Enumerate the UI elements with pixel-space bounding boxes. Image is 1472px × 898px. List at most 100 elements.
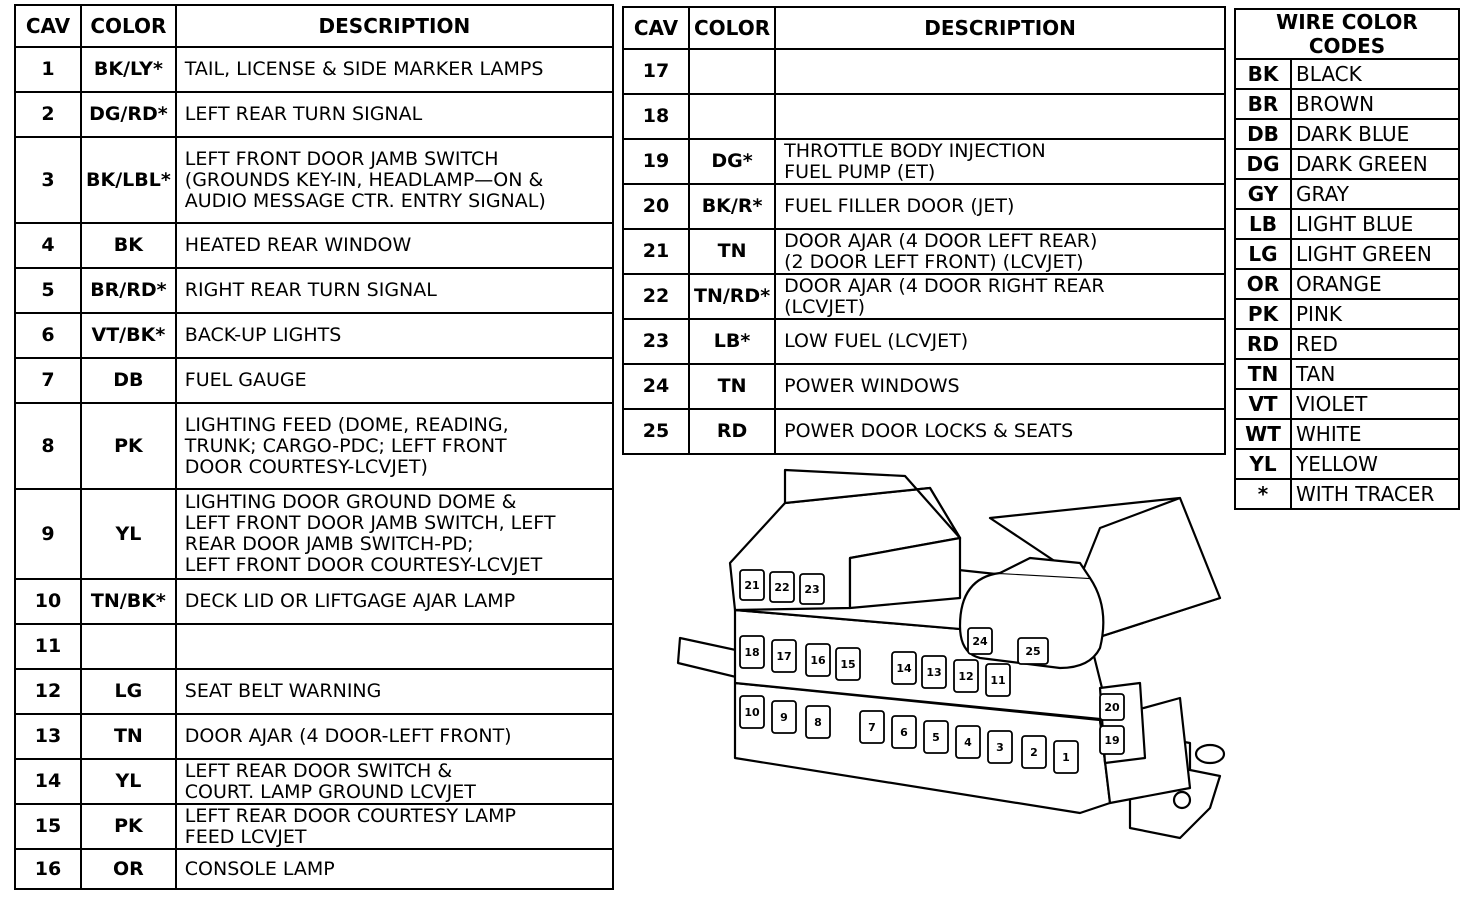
description-line: LOW FUEL (LCVJET): [784, 330, 969, 352]
wire-code: PK: [1234, 298, 1292, 330]
description-line: FUEL GAUGE: [184, 369, 307, 391]
circuit-description: FUEL GAUGE: [174, 357, 615, 404]
description-line: TRUNK; CARGO-PDC; LEFT FRONT: [184, 434, 507, 457]
connector-cavity: [1099, 693, 1125, 721]
cav-number: 4: [14, 222, 82, 269]
description-line: CONSOLE LAMP: [184, 857, 335, 880]
circuit-description: CONSOLE LAMP: [174, 848, 615, 890]
description-line: COURT. LAMP GROUND LCVJET: [184, 780, 476, 803]
wire-color: PK: [80, 803, 177, 850]
circuit-description: LEFT FRONT DOOR JAMB SWITCH(GROUNDS KEY-…: [174, 136, 615, 224]
connector-cavity: [953, 659, 979, 693]
wire-color: TN: [687, 363, 777, 410]
circuit-description: TAIL, LICENSE & SIDE MARKER LAMPS: [174, 46, 615, 93]
cavity-label: 18: [744, 646, 759, 659]
wire-color-name: TAN: [1290, 358, 1460, 390]
circuit-description: POWER DOOR LOCKS & SEATS: [774, 408, 1226, 455]
cav-number: 11: [14, 623, 82, 670]
wire-color: [687, 48, 777, 95]
wire-code: TN: [1234, 358, 1292, 390]
cavity-label: 17: [776, 650, 791, 663]
wire-color: YL: [80, 488, 177, 580]
connector-cavity: [923, 720, 949, 754]
description-line: LIGHTING DOOR GROUND DOME &: [184, 491, 517, 513]
connector-cavity: [967, 627, 993, 655]
wire-color: DG/RD*: [80, 91, 177, 138]
cav-number: 18: [622, 93, 690, 140]
description-line: DOOR AJAR (4 DOOR RIGHT REAR: [784, 274, 1105, 297]
connector-cavity: [769, 571, 795, 603]
circuit-description: RIGHT REAR TURN SIGNAL: [174, 267, 615, 314]
wire-code: BK: [1234, 58, 1292, 90]
wire-code: YL: [1234, 448, 1292, 480]
description-line: LEFT REAR DOOR SWITCH &: [184, 759, 453, 782]
cav-number: 22: [622, 273, 690, 320]
cavity-label: 9: [780, 711, 788, 724]
wire-color: BK/LBL*: [80, 136, 177, 224]
connector-cavity: [921, 655, 947, 689]
circuit-description: LEFT REAR DOOR SWITCH &COURT. LAMP GROUN…: [174, 758, 615, 805]
wire-color-name: LIGHT GREEN: [1290, 238, 1460, 270]
connector-cavity: [739, 569, 765, 601]
connector-cavity: [805, 705, 831, 739]
description-line: FUEL FILLER DOOR (JET): [784, 195, 1015, 217]
connector-cavity: [859, 710, 885, 744]
wire-color-name: BROWN: [1290, 88, 1460, 120]
cavity-label: 4: [964, 736, 972, 749]
circuit-description: LIGHTING DOOR GROUND DOME &LEFT FRONT DO…: [174, 488, 615, 580]
wire-code: DG: [1234, 148, 1292, 180]
connector-cavity: [891, 715, 917, 749]
wire-code: BR: [1234, 88, 1292, 120]
cavity-label: 7: [868, 721, 876, 734]
circuit-description: LOW FUEL (LCVJET): [774, 318, 1226, 365]
circuit-description: DOOR AJAR (4 DOOR-LEFT FRONT): [174, 713, 615, 760]
connector-cavity: [1017, 637, 1049, 665]
wire-color: TN/BK*: [80, 578, 177, 625]
description-line: LEFT REAR DOOR COURTESY LAMP: [184, 804, 516, 827]
cavity-label: 10: [744, 706, 760, 719]
wire-color-name: ORANGE: [1290, 268, 1460, 300]
description-line: DOOR COURTESY-LCVJET): [184, 455, 428, 478]
cav-number: 7: [14, 357, 82, 404]
cav-number: 8: [14, 402, 82, 490]
circuit-description: DOOR AJAR (4 DOOR RIGHT REAR(LCVJET): [774, 273, 1226, 320]
description-line: FUEL PUMP (ET): [784, 160, 936, 183]
wire-color: [80, 623, 177, 670]
color-header: COLOR: [80, 4, 177, 48]
wire-color-name: VIOLET: [1290, 388, 1460, 420]
description-line: LEFT REAR TURN SIGNAL: [184, 103, 423, 125]
cavity-label: 3: [996, 741, 1004, 754]
cav-header: CAV: [14, 4, 82, 48]
wire-code: LB: [1234, 208, 1292, 240]
connector-cavity: [771, 700, 797, 734]
connector-cavity: [805, 643, 831, 677]
cav-number: 5: [14, 267, 82, 314]
wire-color: LB*: [687, 318, 777, 365]
cav-number: 10: [14, 578, 82, 625]
circuit-description: BACK-UP LIGHTS: [174, 312, 615, 359]
wire-codes-header: WIRE COLOR CODES: [1234, 8, 1460, 60]
description-line: LEFT FRONT DOOR JAMB SWITCH: [184, 147, 499, 170]
cav-number: 9: [14, 488, 82, 580]
bracket-hole: [1194, 743, 1226, 765]
description-line: FEED LCVJET: [184, 825, 307, 848]
cavity-label: 11: [990, 674, 1005, 687]
